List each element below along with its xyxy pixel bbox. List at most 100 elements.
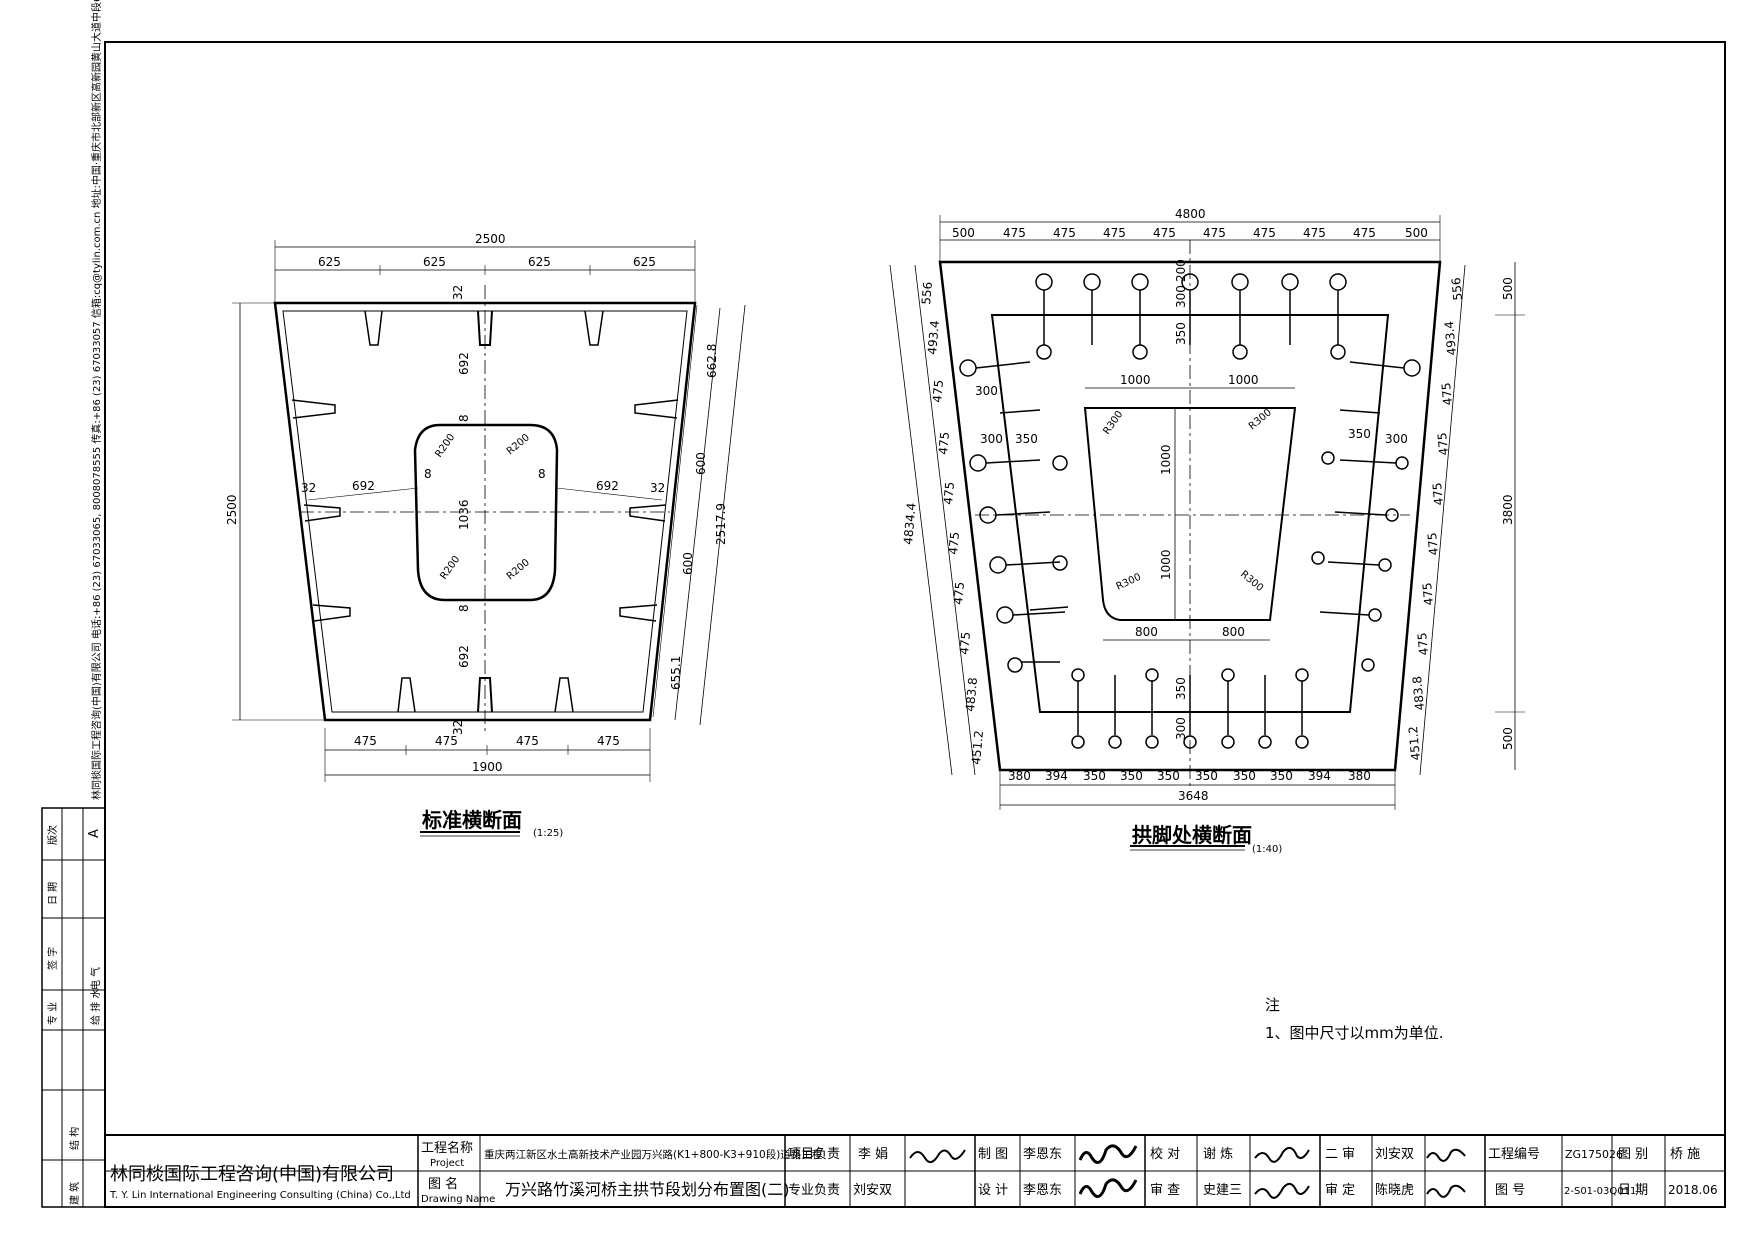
dim-bottom-part: 475	[354, 734, 377, 748]
dim-left-part: 451.2	[969, 730, 986, 765]
dim-inner-bottom: 800	[1222, 625, 1245, 639]
discipline-item: 电 气	[89, 967, 102, 990]
dim-right-part: 600	[681, 552, 695, 575]
dim-bottom-part: 350	[1120, 769, 1143, 783]
dim-right-vertical: 3800	[1501, 494, 1515, 525]
dim-inner-bottom: 800	[1135, 625, 1158, 639]
company-name-en: T. Y. Lin International Engineering Cons…	[109, 1190, 411, 1201]
dim-left-692: 692	[352, 479, 375, 493]
right-studs	[1311, 359, 1421, 672]
review: 刘安双	[1375, 1147, 1414, 1162]
dim-top-part: 475	[1103, 226, 1126, 240]
spec-manager-label: 专业负责	[788, 1183, 840, 1198]
company-address-vertical: 林同棪国际工程咨询(中国)有限公司 电话:+86 (23) 67033065, …	[90, 0, 103, 800]
dim-right-32: 32	[650, 481, 665, 495]
dim-bottom-part: 475	[435, 734, 458, 748]
discipline-item: 给 排 水	[89, 989, 102, 1025]
dim-center-v: 300	[1174, 717, 1188, 740]
dim-left-part: 475	[946, 531, 962, 555]
title-block	[104, 1134, 1726, 1208]
dim-bottom-part: 350	[1083, 769, 1106, 783]
section-title-standard: 标准横断面	[422, 808, 522, 832]
project-label: 工程名称	[421, 1140, 473, 1156]
dim-top-part: 500	[1405, 226, 1428, 240]
review-label: 二 审	[1325, 1147, 1355, 1162]
dim-left-height: 2500	[225, 494, 239, 525]
sign-label: 签 字	[46, 947, 59, 970]
examine: 史建三	[1203, 1183, 1242, 1198]
dim-right-part: 655.1	[669, 656, 683, 690]
dim-top-part: 625	[318, 255, 341, 269]
dim-right-part: 600	[694, 452, 708, 475]
dim-right-part: 475	[1430, 482, 1446, 506]
dim-left-part: 475	[930, 379, 946, 403]
dim-top-total: 2500	[475, 232, 506, 246]
radius-label: R300	[1238, 569, 1265, 594]
dim-left-part: 475	[941, 481, 957, 505]
dim-top-part: 475	[1003, 226, 1026, 240]
dim-stud: 300	[1385, 432, 1408, 446]
dim-bottom-part: 350	[1157, 769, 1180, 783]
dim-right-part: 483.8	[1410, 676, 1427, 711]
proj-manager: 李 娟	[858, 1147, 888, 1162]
inner-section-outline	[990, 314, 1390, 713]
arch-foot-section-labels: 4800 500 475 475 475 475 475 475 475 475…	[901, 207, 1515, 855]
drawing-name-label-en: Drawing Name	[421, 1194, 495, 1205]
discipline-label: 专 业	[46, 1002, 59, 1025]
dim-right-part: 475	[1425, 532, 1441, 556]
dim-center-8b: 8	[457, 604, 471, 612]
dim-top-part: 475	[1203, 226, 1226, 240]
revision-value: A	[87, 829, 102, 838]
section-scale-standard: (1:25)	[533, 828, 563, 839]
drawing-name: 万兴路竹溪河桥主拱节段划分布置图(二)	[505, 1180, 790, 1199]
dim-inner-top: 1000	[1228, 373, 1259, 387]
dim-left-part: 475	[936, 431, 952, 455]
drawing-sort: 桥 施	[1670, 1147, 1700, 1162]
dim-top-part: 475	[1253, 226, 1276, 240]
dim-inner-height: 1000	[1159, 444, 1173, 475]
dim-right-part: 475	[1420, 582, 1436, 606]
dim-stud: 350	[1015, 432, 1038, 446]
notes-heading: 注	[1265, 996, 1280, 1014]
radius-label: R200	[433, 432, 457, 460]
dim-left-part: 483.8	[963, 677, 980, 712]
dim-left-part: 556	[919, 281, 935, 305]
dim-bottom-total: 1900	[472, 760, 503, 774]
arch-foot-cross-section	[889, 215, 1525, 851]
radius-label: R300	[1101, 409, 1125, 437]
central-cell	[413, 423, 559, 602]
dim-bottom-part: 380	[1008, 769, 1031, 783]
radius-label: R200	[505, 432, 532, 457]
dim-stud: 350	[1348, 427, 1371, 441]
dim-top-part: 475	[1153, 226, 1176, 240]
date-label: 日 期	[1618, 1183, 1648, 1198]
drawing-sort-label: 图 别	[1618, 1147, 1648, 1162]
dim-bottom-part: 475	[516, 734, 539, 748]
dim-top-part: 625	[633, 255, 656, 269]
standard-section-labels: 2500 625 625 625 625 2500 475 475 475 47…	[225, 232, 728, 839]
drawing-no: 2-S01-03Q011	[1564, 1186, 1636, 1197]
company-name-cn: 林同棪国际工程咨询(中国)有限公司	[110, 1164, 394, 1185]
dim-right-total: 2517.9	[714, 503, 728, 545]
dim-center-v: 200	[1174, 259, 1188, 282]
standard-cross-section	[232, 240, 746, 837]
project-name: 重庆两江新区水土高新技术产业园万兴路(K1+800-K3+910段)道路工程	[484, 1148, 823, 1161]
radius-label: R200	[438, 554, 462, 582]
revision-label: 版次	[46, 825, 59, 845]
dim-right-part: 475	[1415, 632, 1431, 656]
dim-bottom-total: 3648	[1178, 789, 1209, 803]
date: 2018.06	[1668, 1183, 1718, 1197]
dim-bottom-part: 350	[1233, 769, 1256, 783]
side-strip: 林同棪国际工程咨询(中国)有限公司 电话:+86 (23) 67033065, …	[41, 0, 106, 1208]
design-label: 设 计	[978, 1183, 1008, 1198]
dim-left-part: 475	[957, 631, 973, 655]
dim-left-total: 4834.4	[901, 502, 919, 545]
drawn-label: 制 图	[978, 1147, 1008, 1162]
dim-center-v: 350	[1174, 677, 1188, 700]
drawing-name-label: 图 名	[428, 1176, 458, 1192]
section-scale-arch-foot: (1:40)	[1252, 844, 1282, 855]
inner-section-outline	[282, 310, 688, 713]
dim-right-vertical: 500	[1501, 277, 1515, 300]
dim-stud: 300	[980, 432, 1003, 446]
